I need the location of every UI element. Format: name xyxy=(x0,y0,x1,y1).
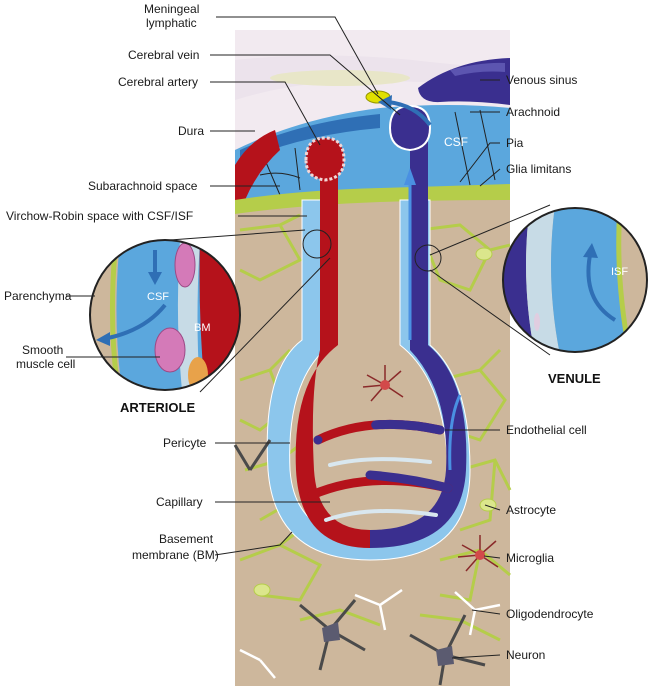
csf-tag-main: CSF xyxy=(444,135,468,149)
label-oligodendrocyte: Oligodendrocyte xyxy=(506,607,594,621)
astrocyte-soma xyxy=(476,248,492,260)
label-subarachnoid-space: Subarachnoid space xyxy=(88,179,198,193)
label-cerebral-artery: Cerebral artery xyxy=(118,75,198,89)
label-dura: Dura xyxy=(178,124,204,138)
label-arteriole-heading: ARTERIOLE xyxy=(120,400,195,415)
label-astrocyte: Astrocyte xyxy=(506,503,556,517)
label-meningeal-lymphatic-line1: Meningeal xyxy=(144,2,199,16)
venule-bulb xyxy=(390,106,430,150)
microglia-soma-2 xyxy=(475,550,485,560)
arteriole-bulb xyxy=(306,138,344,180)
label-endothelial-cell: Endothelial cell xyxy=(506,423,587,437)
label-virchow-robin: Virchow-Robin space with CSF/ISF xyxy=(6,209,193,223)
label-glia-limitans: Glia limitans xyxy=(506,162,571,176)
label-venule-heading: VENULE xyxy=(548,371,601,386)
meningeal-lymphatic-vessel xyxy=(270,70,410,86)
astrocyte-soma-3 xyxy=(254,584,270,596)
bm-tag-arteriole: BM xyxy=(194,322,211,334)
label-meningeal-lymphatic-line2: lymphatic xyxy=(146,16,197,30)
label-venous-sinus: Venous sinus xyxy=(506,73,577,87)
label-pericyte: Pericyte xyxy=(163,436,207,450)
label-capillary: Capillary xyxy=(156,495,203,509)
label-neuron: Neuron xyxy=(506,648,545,662)
microglia-soma-1 xyxy=(380,380,390,390)
astrocyte-soma-2 xyxy=(480,499,496,511)
label-cerebral-vein: Cerebral vein xyxy=(128,48,199,62)
label-microglia: Microglia xyxy=(506,551,554,565)
csf-tag-arteriole: CSF xyxy=(147,291,169,303)
label-smooth-muscle-line1: Smooth xyxy=(22,343,63,357)
isf-tag-venule: ISF xyxy=(611,266,628,278)
label-arachnoid: Arachnoid xyxy=(506,105,560,119)
label-smooth-muscle-line2: muscle cell xyxy=(16,357,75,371)
label-basement-membrane-line2: membrane (BM) xyxy=(132,548,219,562)
label-parenchyma: Parenchyma xyxy=(4,289,72,303)
label-basement-membrane-line1: Basement xyxy=(159,532,214,546)
label-pia: Pia xyxy=(506,136,524,150)
